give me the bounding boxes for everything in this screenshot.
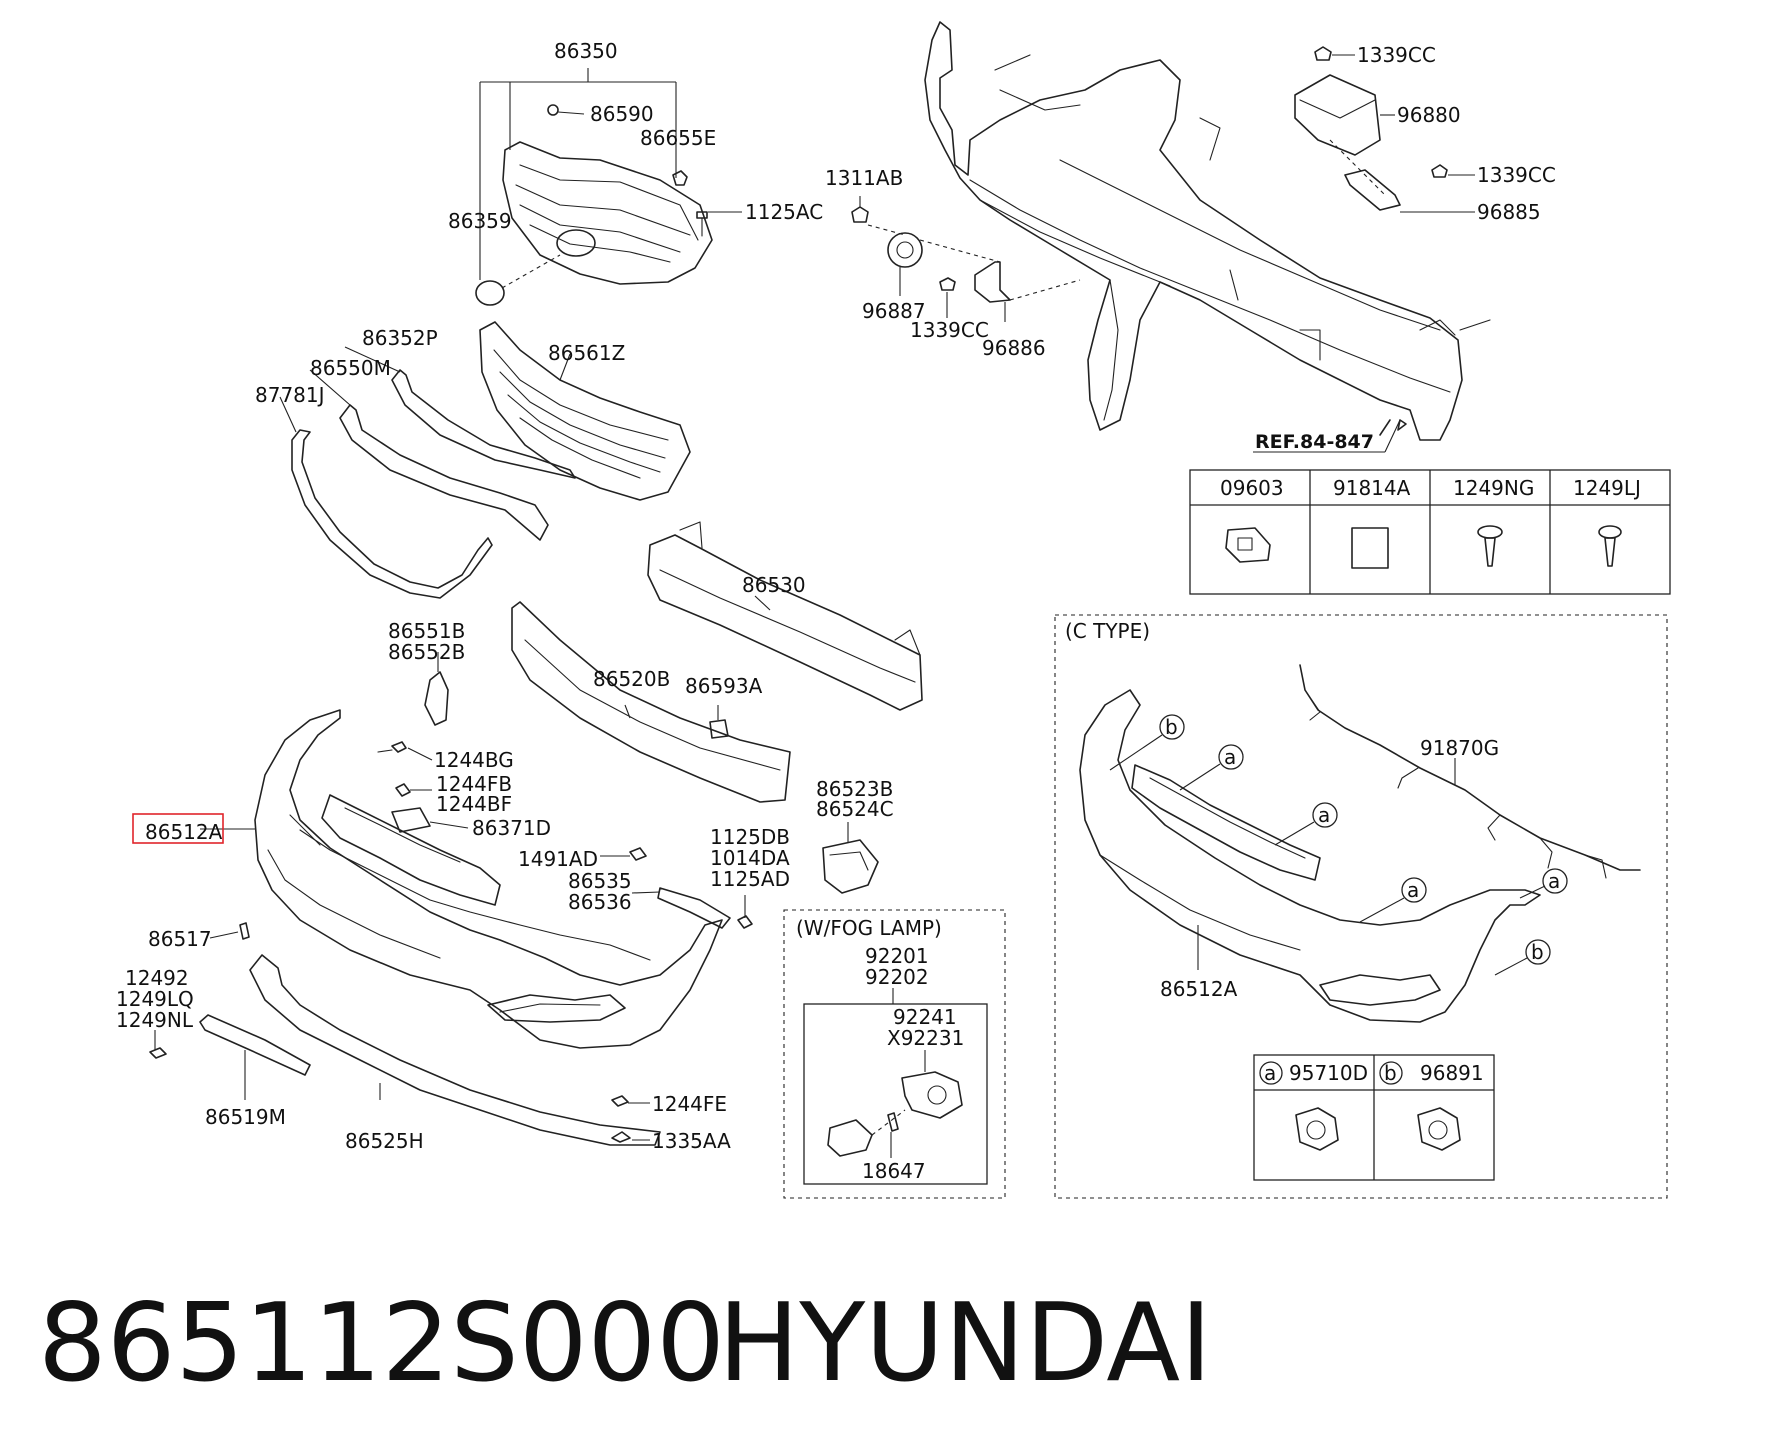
table-header-1249NG: 1249NG xyxy=(1453,476,1534,500)
part-label-86523B: 86523B xyxy=(816,777,893,801)
part-label-12492: 12492 xyxy=(125,966,189,990)
part-label-96880: 96880 xyxy=(1397,103,1461,127)
bumper-brackets: 86551B 86552B 1244BG 1244FB 1244BF 86371… xyxy=(377,619,551,840)
fog-lamp-box: (W/FOG LAMP) 92201 92202 92241 X92231 18… xyxy=(783,909,1006,1199)
legend-marker-b: b xyxy=(1384,1061,1397,1085)
part-label-1125AD: 1125AD xyxy=(710,867,790,891)
ref-label: REF.84-847 xyxy=(1255,431,1374,453)
sensor-holder-icon xyxy=(1417,1107,1461,1151)
marker-a: a xyxy=(1548,869,1560,893)
marker-a: a xyxy=(1224,745,1236,769)
part-label-96886: 96886 xyxy=(982,336,1046,360)
footer-part-number: 865112S000 xyxy=(38,1281,725,1406)
c-type-part-label-86512A: 86512A xyxy=(1160,977,1238,1001)
part-label-86517: 86517 xyxy=(148,927,212,951)
energy-absorber: 86520B 86593A xyxy=(511,601,791,803)
part-label-1125DB: 1125DB xyxy=(710,825,790,849)
marker-a: a xyxy=(1407,878,1419,902)
side-mounts: 1491AD 86535 86536 1125DB 1014DA 1125AD … xyxy=(518,777,894,929)
part-label-1335AA: 1335AA xyxy=(652,1129,731,1153)
pad-icon xyxy=(1351,527,1389,569)
part-label-1244FB: 1244FB xyxy=(436,772,512,796)
part-label-1014DA: 1014DA xyxy=(710,846,790,870)
legend-code-96891: 96891 xyxy=(1420,1061,1484,1085)
part-label-86561Z: 86561Z xyxy=(548,341,625,365)
part-label-91870G: 91870G xyxy=(1420,736,1499,760)
cowl-crossbar: REF.84-847 xyxy=(924,21,1491,453)
fog-lamp-title: (W/FOG LAMP) xyxy=(796,916,942,940)
grille-trims: 86352P 86550M 87781J 86561Z xyxy=(255,321,691,599)
module-96880: 1339CC 96880 1339CC 96885 xyxy=(1294,43,1556,224)
part-label-86350: 86350 xyxy=(554,39,618,63)
screw-icon xyxy=(1598,525,1622,567)
marker-b: b xyxy=(1165,715,1178,739)
parking-sensor-icon xyxy=(1295,1107,1339,1151)
part-label-86552B: 86552B xyxy=(388,640,465,664)
footer-brand: HYUNDAI xyxy=(718,1281,1212,1406)
part-label-86655E: 86655E xyxy=(640,126,716,150)
c-type-box: (C TYPE) 91870G b a a a a b xyxy=(1054,614,1668,1199)
part-label-86512A: 86512A xyxy=(145,820,223,844)
part-label-1249LQ: 1249LQ xyxy=(116,987,194,1011)
part-label-1339CC-c: 1339CC xyxy=(1357,43,1436,67)
part-label-86530: 86530 xyxy=(742,573,806,597)
part-label-1244BG: 1244BG xyxy=(434,748,514,772)
part-label-1339CC-b: 1339CC xyxy=(1477,163,1556,187)
legend-code-95710D: 95710D xyxy=(1289,1061,1368,1085)
grille-assembly: 86350 86590 86655E 1125AC 86359 xyxy=(448,39,823,306)
part-label-86359: 86359 xyxy=(448,209,512,233)
part-label-92202: 92202 xyxy=(865,965,929,989)
part-label-92201: 92201 xyxy=(865,944,929,968)
part-label-86535: 86535 xyxy=(568,869,632,893)
part-label-18647: 18647 xyxy=(862,1159,926,1183)
clip-icon xyxy=(1225,527,1271,563)
part-label-86519M: 86519M xyxy=(205,1105,286,1129)
part-label-86593A: 86593A xyxy=(685,674,763,698)
part-label-96887: 96887 xyxy=(862,299,926,323)
part-label-86524C: 86524C xyxy=(816,797,894,821)
marker-b: b xyxy=(1531,940,1544,964)
part-label-86520B: 86520B xyxy=(593,667,670,691)
back-beam: 86530 xyxy=(647,521,923,711)
part-label-1244BF: 1244BF xyxy=(436,792,512,816)
part-label-1125AC: 1125AC xyxy=(745,200,823,224)
part-label-96885: 96885 xyxy=(1477,200,1541,224)
parts-table: 09603 91814A 1249NG 1249LJ xyxy=(1189,469,1671,595)
bumper-cover: 86512A xyxy=(132,709,723,1049)
part-label-92241: 92241 xyxy=(893,1005,957,1029)
part-label-1249NL: 1249NL xyxy=(116,1008,194,1032)
part-label-86525H: 86525H xyxy=(345,1129,424,1153)
part-label-1339CC-a: 1339CC xyxy=(910,318,989,342)
marker-a: a xyxy=(1318,803,1330,827)
part-label-86550M: 86550M xyxy=(310,356,391,380)
part-label-86352P: 86352P xyxy=(362,326,438,350)
part-label-X92231: X92231 xyxy=(887,1026,964,1050)
c-type-title: (C TYPE) xyxy=(1065,619,1150,643)
table-header-91814A: 91814A xyxy=(1333,476,1411,500)
legend-marker-a: a xyxy=(1264,1061,1276,1085)
part-label-86371D: 86371D xyxy=(472,816,551,840)
table-header-09603: 09603 xyxy=(1220,476,1284,500)
highlight-frame xyxy=(132,813,224,844)
part-label-86590: 86590 xyxy=(590,102,654,126)
sensor-96887: 1311AB 96887 1339CC 96886 xyxy=(825,166,1081,360)
part-label-86551B: 86551B xyxy=(388,619,465,643)
part-label-1491AD: 1491AD xyxy=(518,847,598,871)
part-label-86536: 86536 xyxy=(568,890,632,914)
screw-icon xyxy=(1477,525,1503,567)
table-header-1249LJ: 1249LJ xyxy=(1573,476,1641,500)
part-label-87781J: 87781J xyxy=(255,383,325,407)
part-label-1311AB: 1311AB xyxy=(825,166,903,190)
part-label-1244FE: 1244FE xyxy=(652,1092,727,1116)
lower-parts: 86517 12492 1249LQ 1249NL 86519M 86525H … xyxy=(116,922,731,1153)
